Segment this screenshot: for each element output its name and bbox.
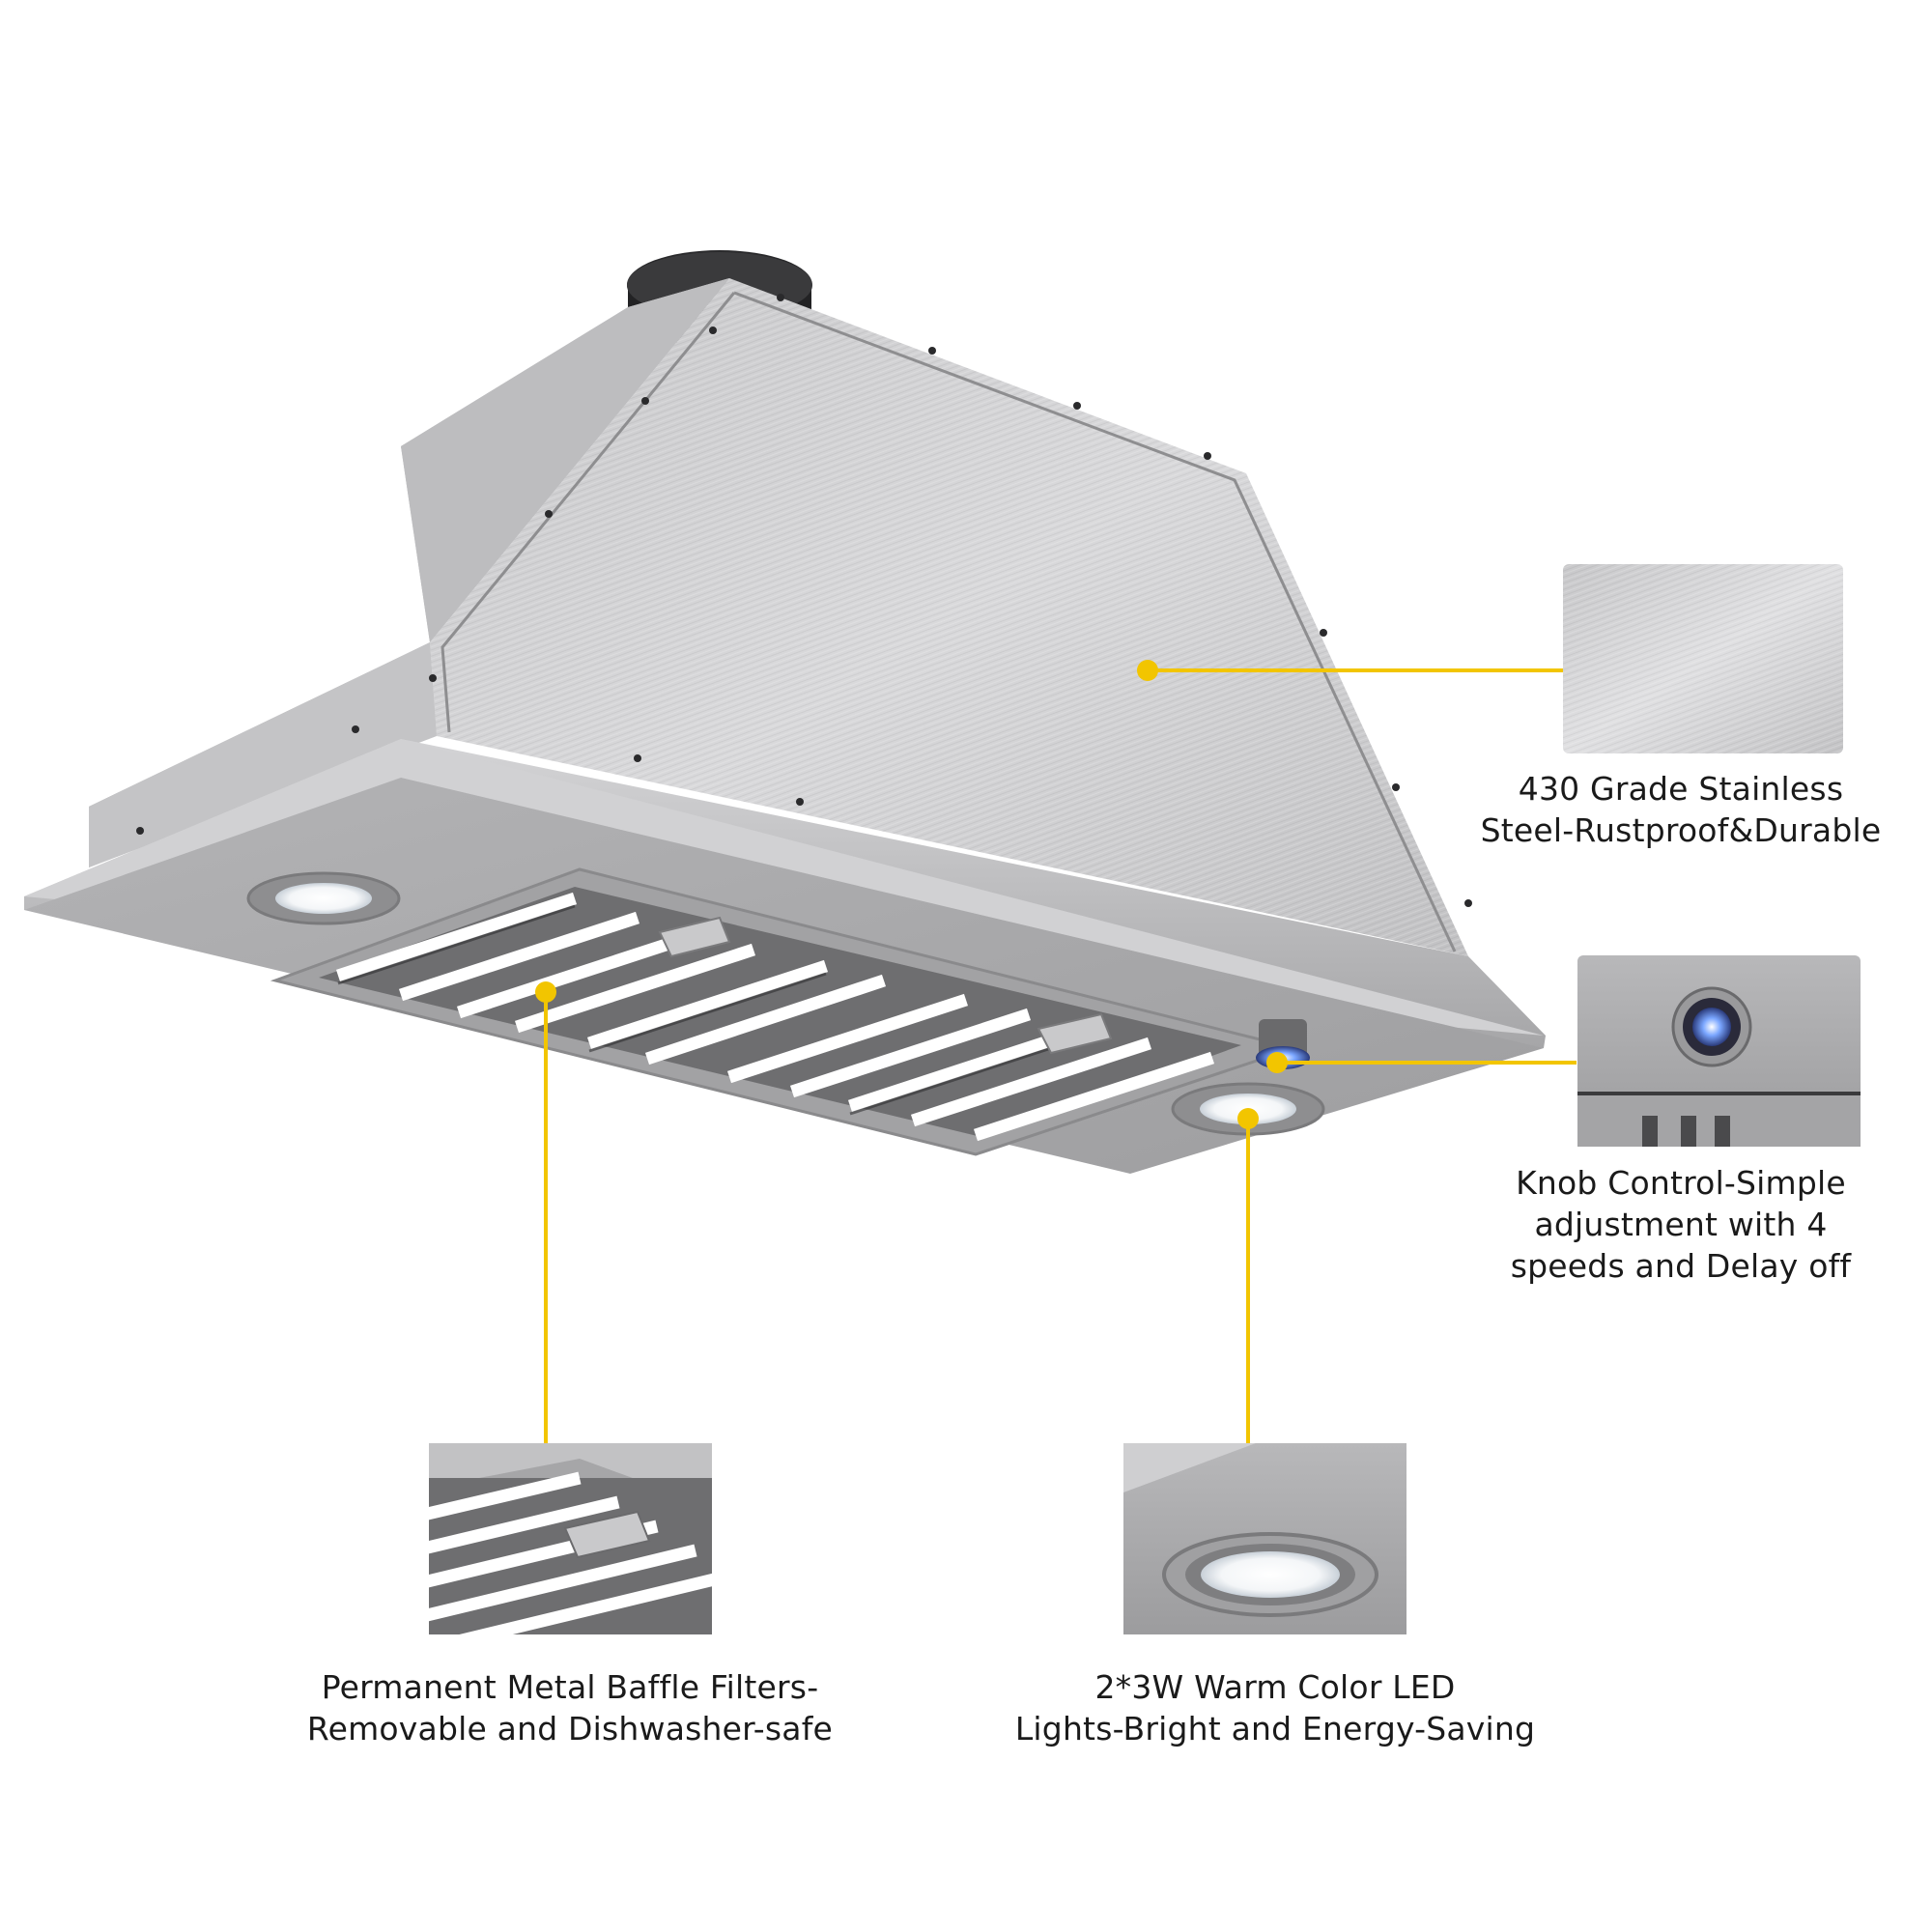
steel-caption-line: Steel-Rustproof&Durable	[1480, 811, 1882, 849]
knob-caption-line: adjustment with 4	[1534, 1206, 1828, 1243]
range-hood	[24, 250, 1546, 1174]
baffle-caption-line: Removable and Dishwasher-safe	[306, 1710, 834, 1747]
baffle-caption: Permanent Metal Baffle Filters- Removabl…	[261, 1666, 879, 1749]
led-light-left	[246, 871, 401, 925]
callout-dots	[535, 660, 1288, 1129]
knob-caption-line: Knob Control-Simple	[1516, 1164, 1846, 1202]
baffle-caption-line: Permanent Metal Baffle Filters-	[321, 1668, 819, 1706]
filter-handles	[658, 916, 1113, 1055]
steel-callout-dot	[1137, 660, 1158, 681]
knob-caption: Knob Control-Simple adjustment with 4 sp…	[1449, 1162, 1913, 1287]
knob-callout-dot	[1266, 1052, 1288, 1073]
steel-caption: 430 Grade Stainless Steel-Rustproof&Dura…	[1449, 768, 1913, 851]
knob-control-closeup	[1577, 955, 1861, 1147]
baffle-callout-dot	[535, 981, 556, 1003]
led-caption-line: 2*3W Warm Color LED	[1094, 1668, 1456, 1706]
led-light-closeup	[1123, 1443, 1406, 1634]
brushed-steel-swatch	[1563, 564, 1843, 753]
led-caption: 2*3W Warm Color LED Lights-Bright and En…	[966, 1666, 1584, 1749]
baffle-filter-closeup	[429, 1443, 712, 1634]
callout-lines	[544, 668, 1577, 1443]
steel-caption-line: 430 Grade Stainless	[1518, 770, 1844, 808]
led-caption-line: Lights-Bright and Energy-Saving	[1014, 1710, 1536, 1747]
led-callout-dot	[1237, 1108, 1259, 1129]
knob-caption-line: speeds and Delay off	[1510, 1247, 1852, 1285]
